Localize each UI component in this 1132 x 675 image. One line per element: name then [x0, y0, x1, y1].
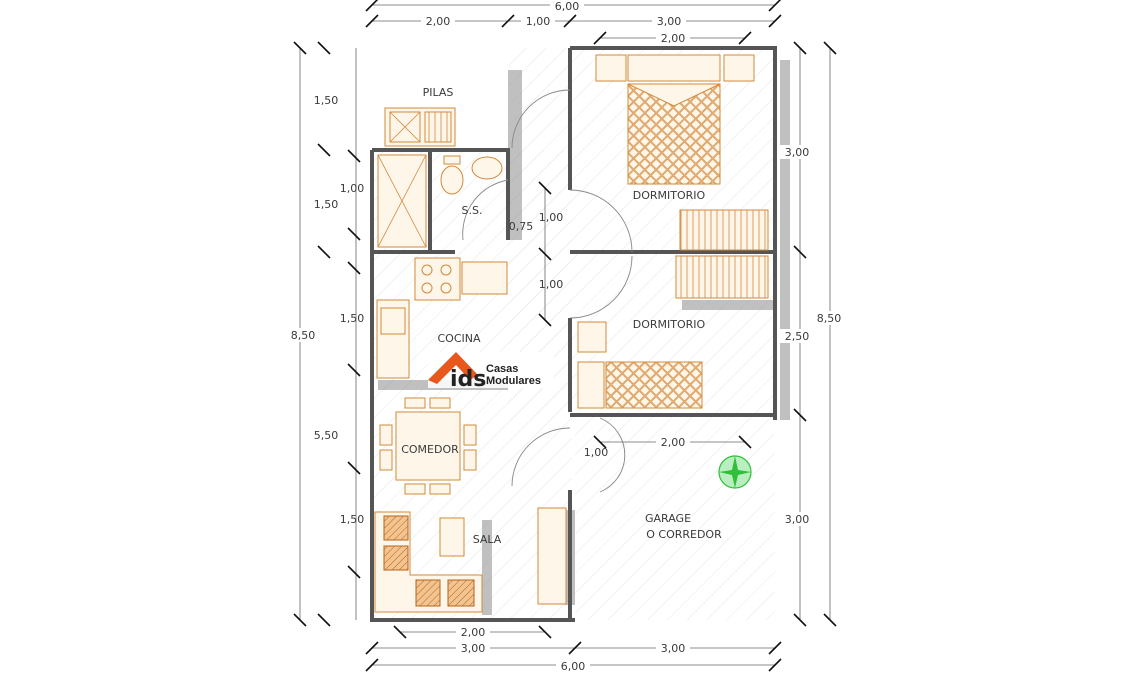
- dim-left-1: 1,50: [314, 94, 339, 107]
- dim-top-mid: 1,00: [526, 15, 551, 28]
- room-label-sala: SALA: [473, 533, 502, 546]
- dim-door-3: 1,00: [539, 278, 564, 291]
- bedroom-2-furniture: [577, 255, 769, 409]
- doors: [462, 89, 633, 493]
- dim-left-5: 5,50: [314, 429, 339, 442]
- walls: [370, 46, 777, 622]
- logo-roof-icon: [428, 352, 478, 384]
- dim-bot-total: 6,00: [561, 660, 586, 673]
- logo-mark: ids: [450, 367, 486, 392]
- dim-left-6: 1,50: [340, 513, 365, 526]
- pilas-sink: [384, 107, 456, 147]
- dim-top-bed: 2,00: [661, 32, 686, 45]
- dim-door-1: 1,00: [539, 211, 564, 224]
- dim-top-left: 2,00: [426, 15, 451, 28]
- dim-mid-2: 2,00: [661, 436, 686, 449]
- room-label-pilas: PILAS: [423, 86, 454, 99]
- room-label-dorm2: DORMITORIO: [633, 318, 706, 331]
- dim-left-total: 8,50: [291, 329, 316, 342]
- logo-line2: Modulares: [486, 375, 541, 387]
- dimension-labels: 6,00 2,00 1,00 3,00 2,00 1,50 1,00 1,50 …: [286, 0, 846, 673]
- dim-bot-inner: 2,00: [461, 626, 486, 639]
- dim-right-3: 3,00: [785, 513, 810, 526]
- dim-bot-left: 3,00: [461, 642, 486, 655]
- dim-left-4: 1,50: [340, 312, 365, 325]
- room-labels: PILAS S.S. DORMITORIO DORMITORIO COCINA …: [401, 86, 722, 546]
- dimension-ticks: [293, 0, 837, 672]
- dim-top-total: 6,00: [555, 0, 580, 13]
- dining-set: [379, 397, 477, 495]
- bathroom-fixtures: [377, 154, 503, 248]
- dim-top-right: 3,00: [657, 15, 682, 28]
- room-label-ss: S.S.: [462, 204, 483, 217]
- room-label-cocina: COCINA: [437, 332, 480, 345]
- dim-left-3: 1,50: [314, 198, 339, 211]
- room-label-corredor: O CORREDOR: [646, 528, 722, 541]
- room-label-dorm1: DORMITORIO: [633, 189, 706, 202]
- bedroom-1-furniture: [595, 54, 769, 251]
- ids-logo: ids Casas Modulares: [428, 352, 554, 392]
- dim-door-4: 1,00: [584, 446, 609, 459]
- room-label-comedor: COMEDOR: [401, 443, 459, 456]
- dim-door-2: 0,75: [509, 220, 534, 233]
- dim-right-1: 3,00: [785, 146, 810, 159]
- dim-right-total: 8,50: [817, 312, 842, 325]
- dim-right-2: 2,50: [785, 330, 810, 343]
- dim-bot-right: 3,00: [661, 642, 686, 655]
- plant-icon: [718, 455, 752, 489]
- living-sofa: [374, 507, 567, 613]
- logo-line1: Casas: [486, 363, 518, 375]
- room-label-garage: GARAGE: [645, 512, 691, 525]
- dim-left-2: 1,00: [340, 182, 365, 195]
- kitchen-fixtures: [376, 257, 508, 379]
